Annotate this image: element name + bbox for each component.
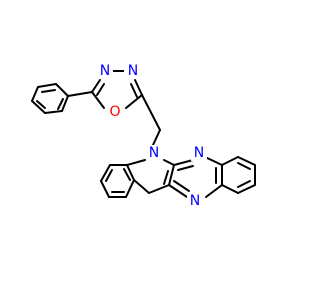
oxadiazole-ring [91, 70, 143, 109]
molecule-structure-diagram: N N O N N N [31, 62, 256, 209]
pyrrole-ring [126, 159, 175, 194]
indole-benzene-ring [100, 164, 135, 198]
atom-label-indole-n: N [149, 145, 159, 161]
phenyl-ring [31, 83, 69, 114]
quinoxaline-benzene-ring [221, 156, 256, 194]
atom-labels: N N O N N N [97, 62, 207, 209]
phenyl-oxadiazole-bond [67, 91, 93, 97]
atom-label-n3: N [100, 63, 110, 79]
atom-label-o1: O [109, 104, 120, 120]
oxadiazole-methylene-bond [141, 94, 161, 131]
atom-label-pyrazine-n-bottom: N [190, 193, 200, 209]
atom-label-n4: N [128, 63, 138, 79]
atom-label-pyrazine-n-top: N [194, 145, 204, 161]
methylene-indole-n-bond [152, 129, 161, 146]
pyrazine-ring [168, 156, 223, 198]
